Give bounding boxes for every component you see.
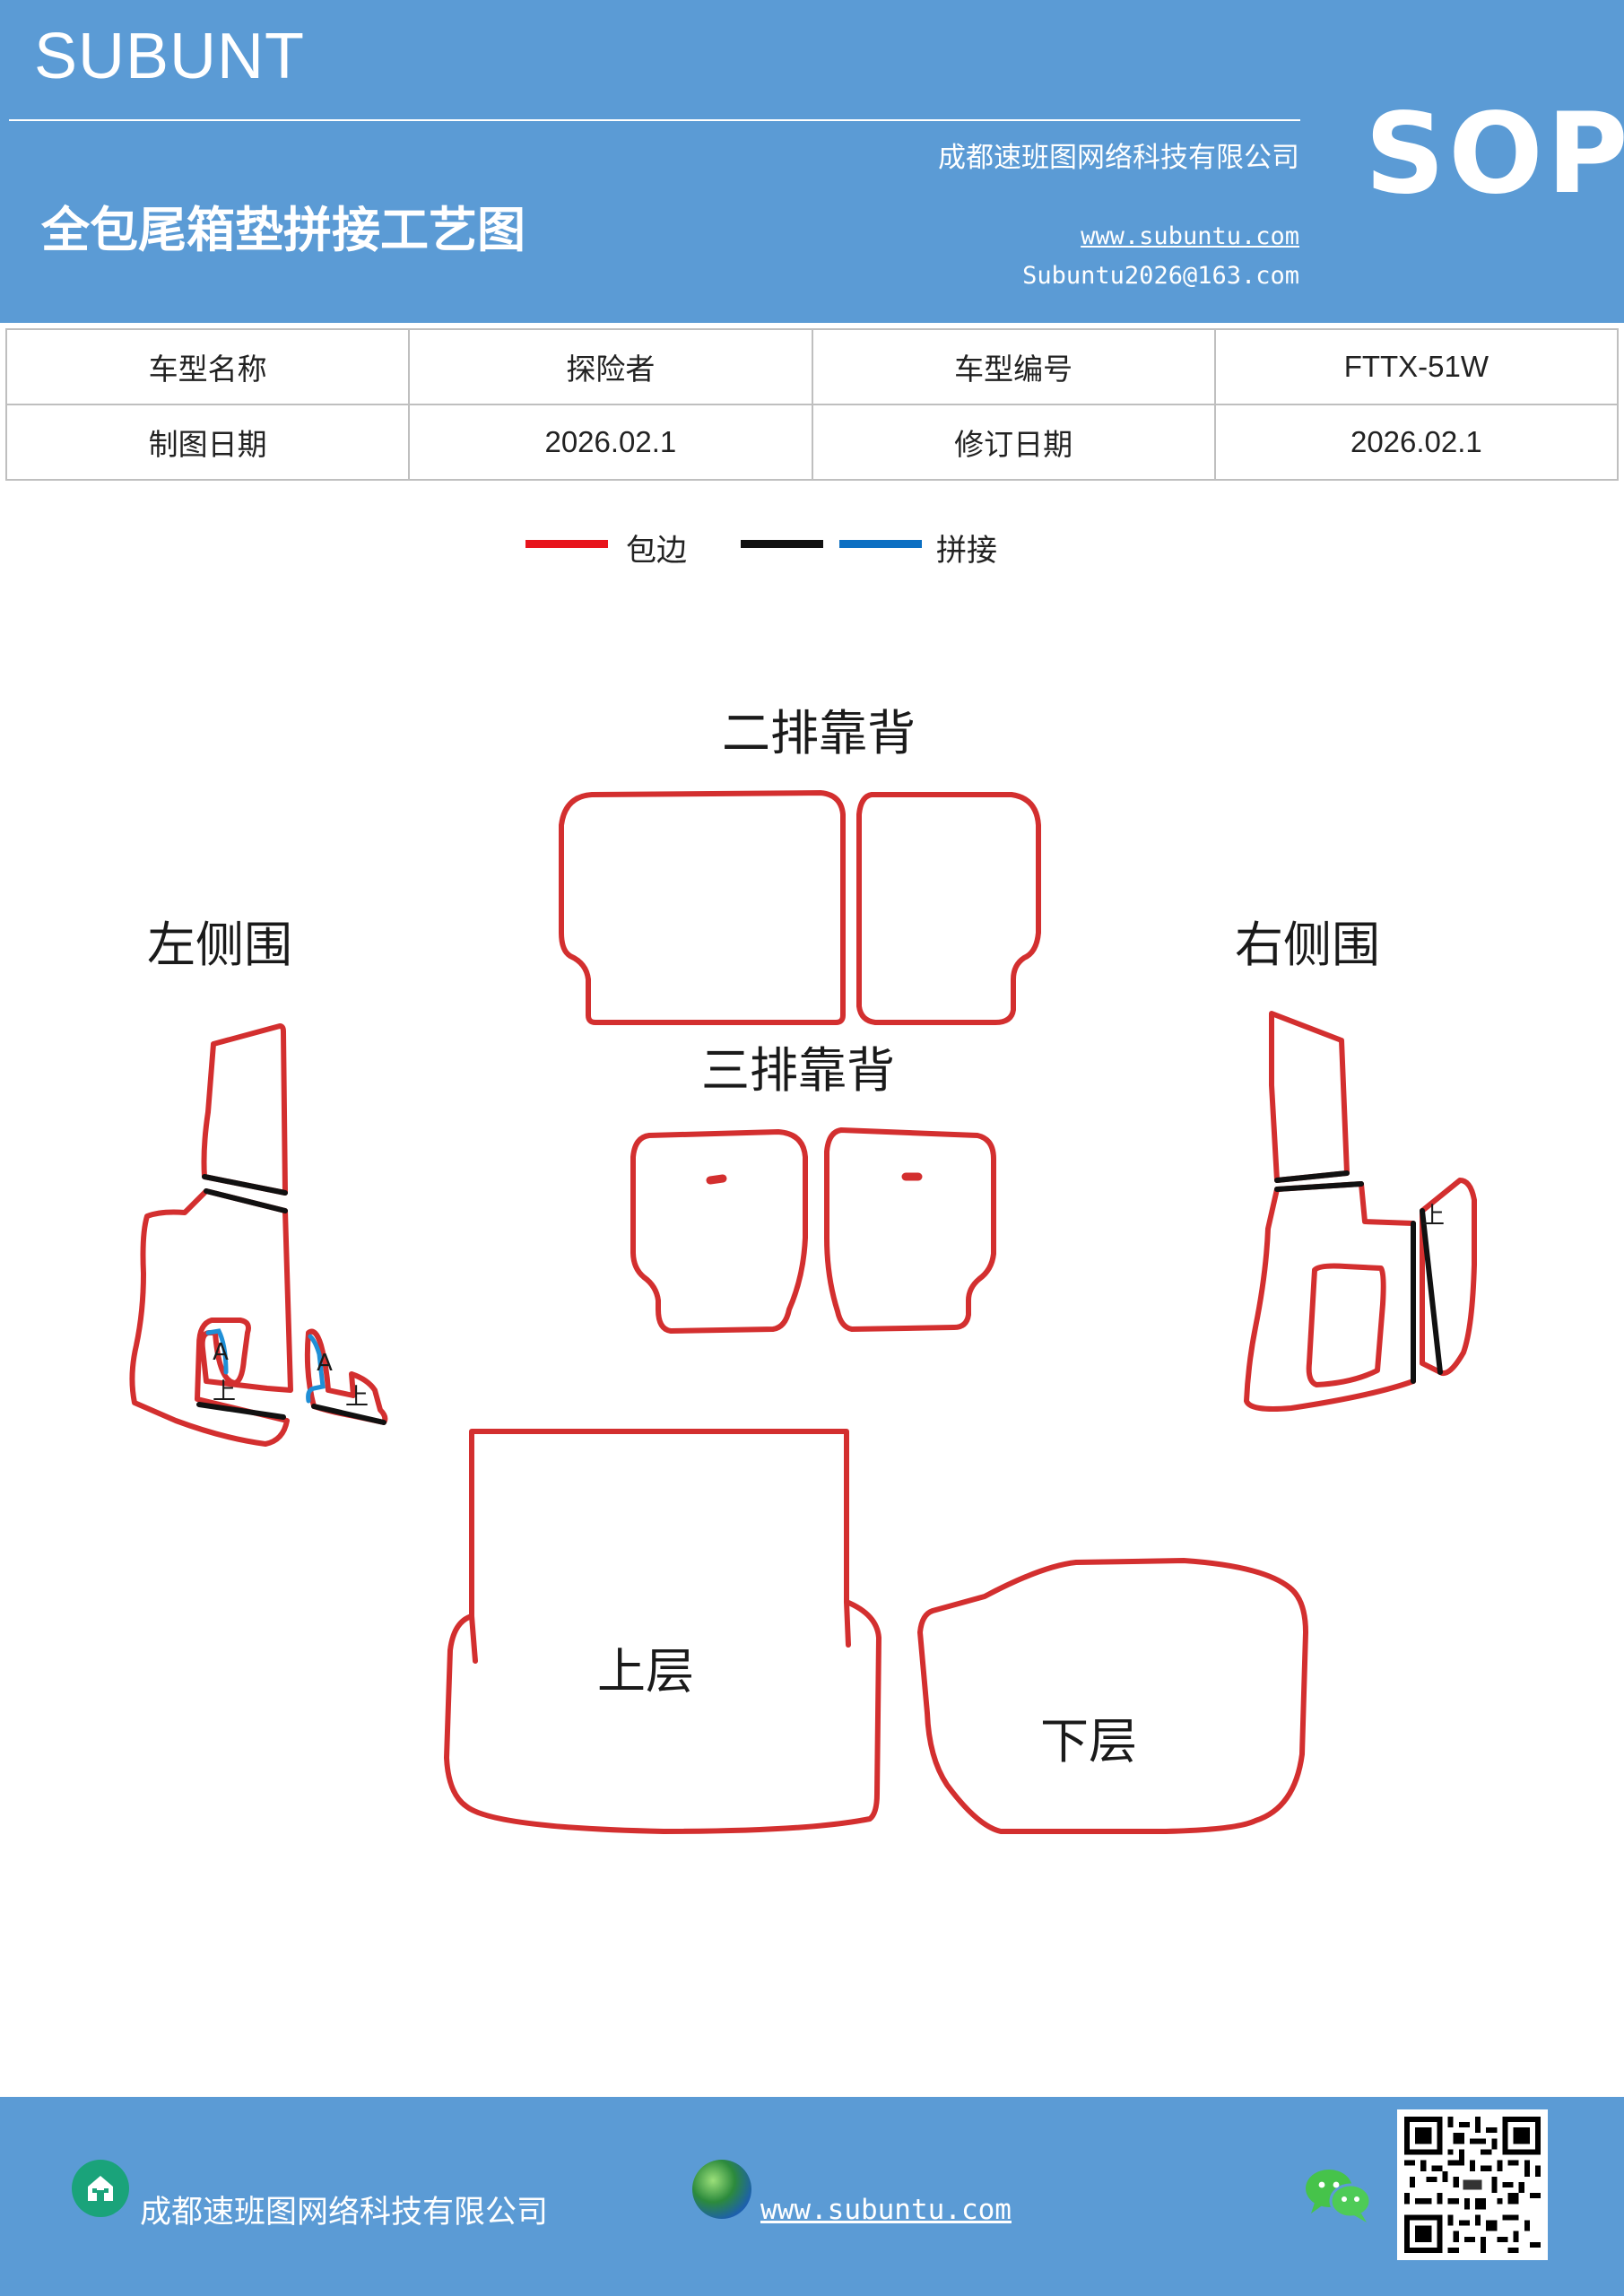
right-side-main-piece (1244, 1181, 1416, 1412)
right-side-mark-up: 上 (1421, 1203, 1445, 1230)
right-side-label: 右侧围 (1235, 917, 1380, 973)
qr-code-pattern (1404, 2117, 1541, 2253)
document-title: 全包尾箱垫拼接工艺图 (41, 201, 525, 258)
legend-red-line (525, 540, 608, 548)
model-name-value: 探险者 (408, 328, 813, 405)
building-icon (72, 2160, 129, 2217)
third-row-back-right-piece (824, 1127, 996, 1332)
header-divider (9, 119, 1300, 121)
upper-layer-left-slit (469, 1613, 478, 1664)
table-row: 车型名称 探险者 车型编号 FTTX-51W (4, 328, 1620, 405)
legend-black-line (741, 540, 823, 548)
draw-date-label: 制图日期 (4, 404, 411, 481)
lower-layer-piece (917, 1558, 1308, 1834)
footer-company: 成都速班图网络科技有限公司 (140, 2195, 549, 2231)
left-side-seam-blue-1 (205, 1328, 229, 1375)
left-side-seam-black-2 (204, 1188, 288, 1213)
second-row-back-right-piece (856, 792, 1041, 1025)
table-row: 制图日期 2026.02.1 修订日期 2026.02.1 (4, 404, 1620, 481)
page-header: SUBUNT 全包尾箱垫拼接工艺图 成都速班图网络科技有限公司 www.subu… (0, 0, 1624, 323)
third-row-back-left-piece (630, 1129, 808, 1334)
right-side-rear-piece (1420, 1178, 1477, 1376)
right-side-seam-black-2 (1274, 1181, 1364, 1192)
upper-layer-right-slit (844, 1599, 851, 1648)
left-side-main-piece (129, 1188, 293, 1447)
footer-website-link[interactable]: www.subuntu.com (760, 2194, 1012, 2226)
model-name-label: 车型名称 (4, 328, 411, 405)
legend-splice-label: 拼接 (936, 533, 997, 569)
legend-blue-line (839, 540, 922, 548)
header-email[interactable]: Subuntu2026@163.com (1022, 262, 1299, 290)
left-side-mark-up-1: 上 (213, 1378, 236, 1405)
upper-layer-label: 上层 (597, 1643, 694, 1700)
third-row-left-hole (706, 1174, 727, 1185)
right-side-seam-black-1 (1274, 1170, 1350, 1183)
brand-name: SUBUNT (34, 21, 306, 92)
qr-code (1397, 2109, 1548, 2260)
model-code-label: 车型编号 (811, 328, 1216, 405)
model-code-value: FTTX-51W (1213, 328, 1620, 405)
legend-edge-label: 包边 (626, 533, 687, 569)
lower-layer-label: 下层 (1040, 1713, 1137, 1770)
left-side-seam-black-1 (202, 1174, 288, 1196)
draw-date-value: 2026.02.1 (408, 404, 813, 481)
sop-badge: SOP (1365, 90, 1624, 219)
vehicle-info-table: 车型名称 探险者 车型编号 FTTX-51W 制图日期 2026.02.1 修订… (4, 328, 1620, 481)
header-company: 成都速班图网络科技有限公司 (938, 142, 1299, 174)
building-glyph (88, 2176, 113, 2201)
left-side-mark-a-2: A (317, 1350, 333, 1377)
header-website-link[interactable]: www.subuntu.com (1081, 222, 1299, 250)
left-side-seam-black-3 (196, 1402, 286, 1420)
page-footer: 成都速班图网络科技有限公司 www.subuntu.com (0, 2097, 1624, 2296)
left-side-label: 左侧围 (147, 917, 292, 973)
third-row-back-label: 三排靠背 (701, 1042, 895, 1099)
left-side-seam-blue-2 (306, 1334, 326, 1404)
globe-icon (692, 2160, 751, 2219)
right-side-seam-black-4 (1420, 1208, 1443, 1375)
wechat-icon[interactable] (1302, 2165, 1374, 2224)
left-side-mark-up-2: 上 (345, 1384, 369, 1411)
right-side-upper-piece (1269, 1011, 1350, 1183)
right-side-window-piece (1306, 1263, 1386, 1387)
line-legend: 包边 拼接 (0, 520, 1624, 574)
mat-layout-diagram: 二排靠背 三排靠背 左侧围 右侧围 A A 上 上 上 上层 下层 (129, 705, 1477, 1834)
left-side-upper-piece (201, 1023, 288, 1196)
revise-date-value: 2026.02.1 (1213, 404, 1620, 481)
upper-layer-piece (444, 1429, 881, 1834)
second-row-back-left-piece (559, 790, 846, 1025)
revise-date-label: 修订日期 (811, 404, 1216, 481)
left-side-mark-a-1: A (213, 1339, 229, 1366)
left-side-seam-black-4 (311, 1404, 386, 1425)
second-row-back-label: 二排靠背 (722, 705, 916, 761)
